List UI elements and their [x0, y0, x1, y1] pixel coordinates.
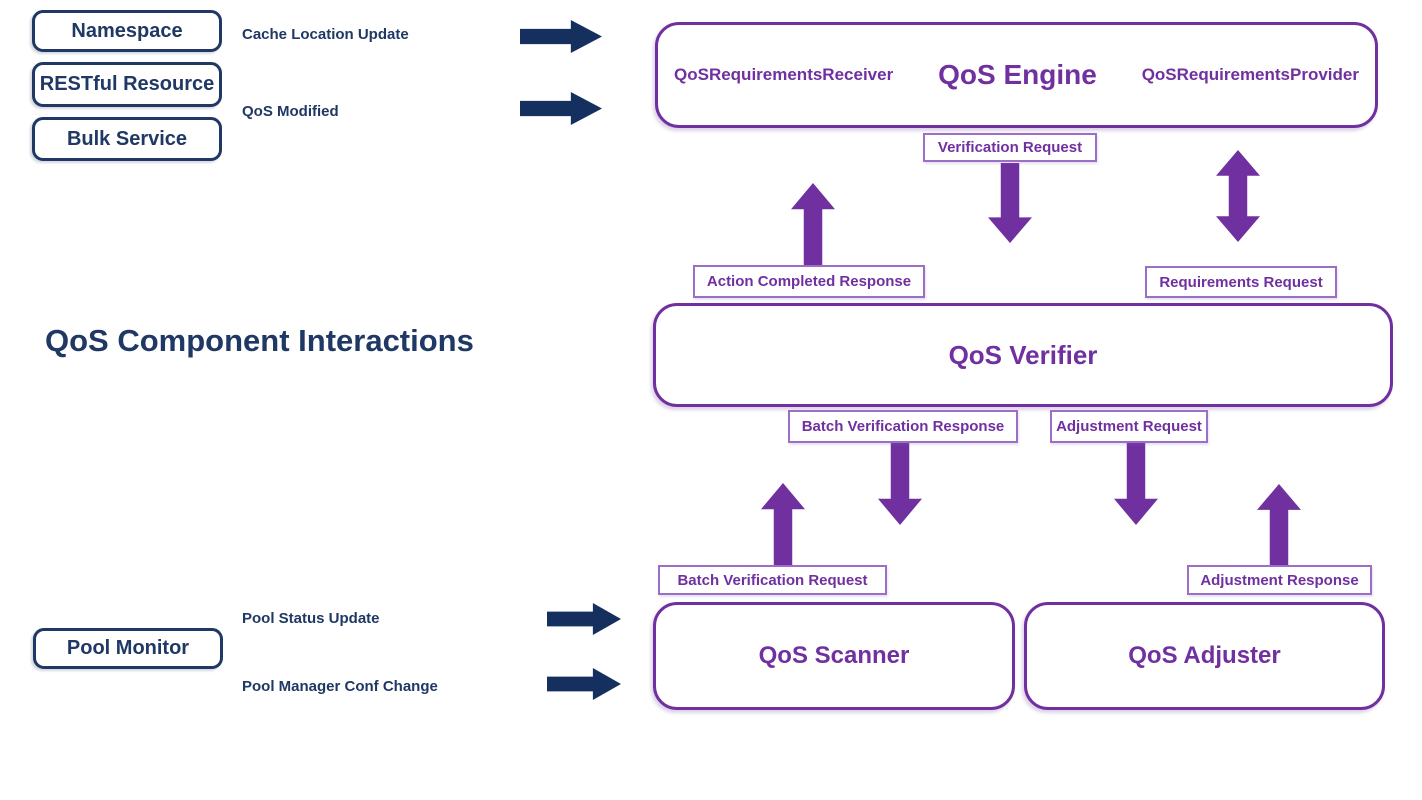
qos-requirements-provider-label: QoSRequirementsProvider [1141, 65, 1359, 84]
adjustment-request-label: Adjustment Request [1050, 410, 1208, 443]
qos-modified-label: QoS Modified [242, 103, 339, 120]
adjustment-response-arrow [1257, 484, 1301, 565]
requirements-request-arrow [1216, 150, 1260, 242]
pool-status-update-arrow [547, 603, 621, 635]
verification-request-arrow [988, 163, 1032, 243]
pool-manager-conf-change-label: Pool Manager Conf Change [242, 678, 438, 695]
bulk-service-box: Bulk Service [32, 117, 222, 161]
qos-verifier-title: QoS Verifier [948, 339, 1098, 370]
pool-manager-conf-change-arrow [547, 668, 621, 700]
qos-adjuster-title: QoS Adjuster [1128, 642, 1281, 669]
cache-location-update-arrow [520, 20, 602, 53]
pool-monitor-box: Pool Monitor [33, 628, 223, 669]
qos-modified-arrow [520, 92, 602, 125]
restful-resource-box: RESTful Resource [32, 62, 222, 107]
action-completed-response-label: Action Completed Response [693, 265, 925, 298]
action-completed-response-arrow [791, 183, 835, 265]
batch-verification-request-arrow [761, 483, 805, 565]
qos-engine-title: QoS Engine [938, 59, 1097, 90]
restful-resource-label: RESTful Resource [39, 73, 215, 95]
requirements-request-label: Requirements Request [1145, 266, 1337, 298]
diagram-title: QoS Component Interactions [45, 323, 474, 358]
batch-verification-response-label: Batch Verification Response [788, 410, 1018, 443]
qos-adjuster-box: QoS Adjuster [1024, 602, 1385, 710]
qos-scanner-title: QoS Scanner [758, 642, 910, 669]
namespace-box: Namespace [32, 10, 222, 52]
pool-monitor-label: Pool Monitor [66, 637, 190, 659]
batch-verification-response-arrow [878, 443, 922, 525]
bulk-service-label: Bulk Service [66, 127, 188, 150]
qos-scanner-box: QoS Scanner [653, 602, 1015, 710]
qos-requirements-receiver-label: QoSRequirementsReceiver [674, 65, 894, 84]
namespace-label: Namespace [71, 19, 183, 42]
cache-location-update-label: Cache Location Update [242, 26, 409, 43]
verification-request-label: Verification Request [923, 133, 1097, 162]
qos-engine-box: QoSRequirementsReceiver QoS Engine QoSRe… [655, 22, 1378, 128]
pool-status-update-label: Pool Status Update [242, 610, 380, 627]
qos-verifier-box: QoS Verifier [653, 303, 1393, 407]
adjustment-response-label: Adjustment Response [1187, 565, 1372, 595]
adjustment-request-arrow [1114, 443, 1158, 525]
batch-verification-request-label: Batch Verification Request [658, 565, 887, 595]
